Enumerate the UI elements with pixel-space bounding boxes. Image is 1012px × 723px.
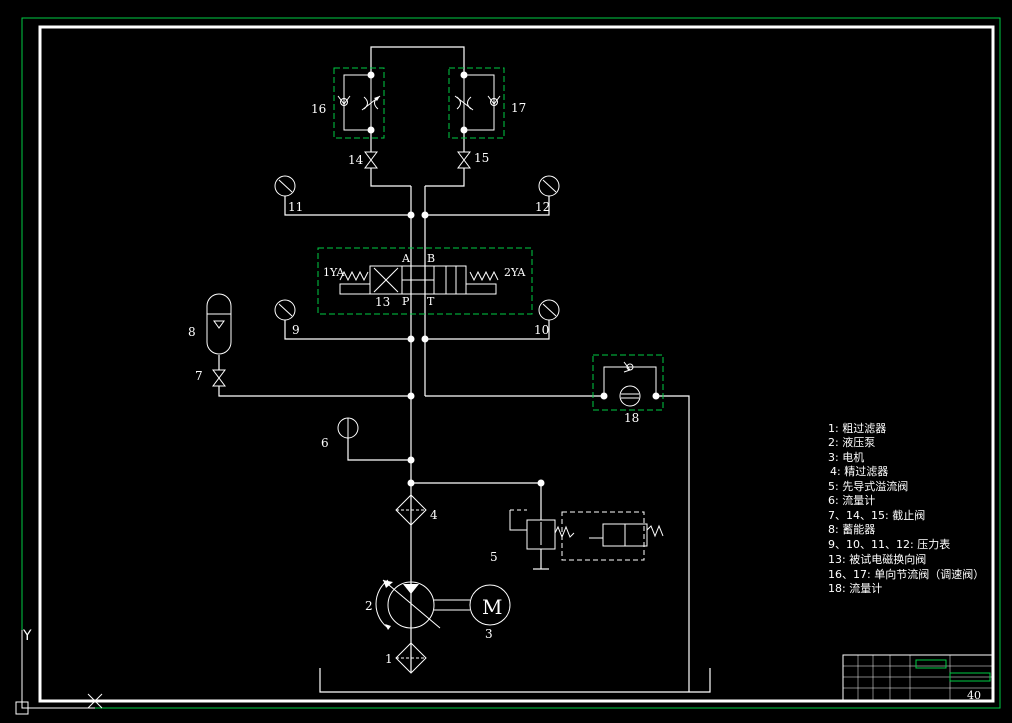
stop-valve-15 — [457, 151, 471, 169]
label-6: 6 — [321, 436, 329, 450]
ucs-y-label: Y — [22, 628, 32, 644]
pilot-relief-valve-5 — [509, 509, 664, 561]
accumulator-8 — [206, 293, 232, 355]
variable-arrow-head — [383, 580, 393, 588]
port-a: A — [401, 252, 411, 265]
throttle-check-valve-16 — [333, 67, 385, 139]
legend-item: 13: 被试电磁换向阀 — [828, 552, 926, 566]
port-p: P — [402, 295, 410, 308]
flow-meter-18 — [592, 354, 664, 411]
outer-green-frame — [21, 17, 1001, 709]
label-16: 16 — [311, 102, 326, 116]
stop-valve-7 — [212, 369, 226, 387]
legend-item: 9、10、11、12: 压力表 — [828, 537, 950, 551]
label-7: 7 — [195, 369, 203, 383]
legend-item: 4: 精过滤器 — [830, 465, 888, 478]
hydraulic-pump-2 — [375, 579, 470, 629]
legend-item: 6: 流量计 — [828, 493, 875, 507]
label-14: 14 — [348, 153, 364, 167]
label-1: 1 — [385, 652, 393, 666]
electric-motor-3 — [469, 584, 511, 626]
pump-flow-arrow — [403, 584, 419, 594]
white-drawing-border — [38, 25, 995, 703]
label-10: 10 — [534, 323, 549, 337]
label-15: 15 — [474, 151, 489, 165]
throttle-check-valve-17 — [448, 67, 505, 139]
label-8: 8 — [188, 325, 196, 339]
label-12: 12 — [535, 200, 550, 214]
label-9: 9 — [292, 323, 300, 337]
label-5: 5 — [490, 550, 498, 564]
legend-item: 2: 液压泵 — [828, 435, 875, 449]
legend-item: 16、17: 单向节流阀（调速阀） — [828, 567, 984, 581]
port-t: T — [427, 295, 435, 308]
label-3: 3 — [485, 627, 493, 641]
label-17: 17 — [511, 101, 526, 115]
label-13: 13 — [375, 295, 390, 309]
pressure-gauge-12 — [538, 175, 560, 197]
pressure-gauge-9 — [274, 299, 296, 321]
label-18: 18 — [624, 411, 639, 425]
drawing-number: 40 — [967, 689, 981, 702]
rotation-arrow-head — [385, 624, 391, 630]
label-11: 11 — [288, 200, 303, 214]
motor-symbol: M — [482, 595, 502, 619]
label-4: 4 — [430, 508, 438, 522]
component-legend: 1: 粗过滤器 2: 液压泵 3: 电机 4: 精过滤器 5: 先导式溢流阀 6… — [828, 422, 984, 595]
label-2: 2 — [365, 599, 373, 613]
pressure-gauge-11 — [274, 175, 296, 197]
stop-valve-14 — [364, 151, 378, 169]
coarse-filter-1 — [395, 642, 427, 674]
flow-meter-6 — [337, 417, 359, 439]
legend-item: 3: 电机 — [828, 450, 864, 464]
pressure-gauge-10 — [538, 299, 560, 321]
ucs-icon — [15, 630, 103, 715]
legend-item: 7、14、15: 截止阀 — [828, 508, 925, 522]
title-block — [842, 654, 994, 702]
solenoid-2ya: 2YA — [504, 266, 526, 279]
port-b: B — [427, 252, 435, 265]
legend-item: 1: 粗过滤器 — [828, 422, 886, 435]
fine-filter-4 — [395, 494, 427, 526]
solenoid-1ya: 1YA — [323, 266, 345, 279]
solenoid-directional-valve-13 — [317, 247, 533, 315]
legend-item: 8: 蓄能器 — [828, 522, 875, 536]
legend-item: 18: 流量计 — [828, 581, 882, 595]
legend-item: 5: 先导式溢流阀 — [828, 479, 908, 493]
